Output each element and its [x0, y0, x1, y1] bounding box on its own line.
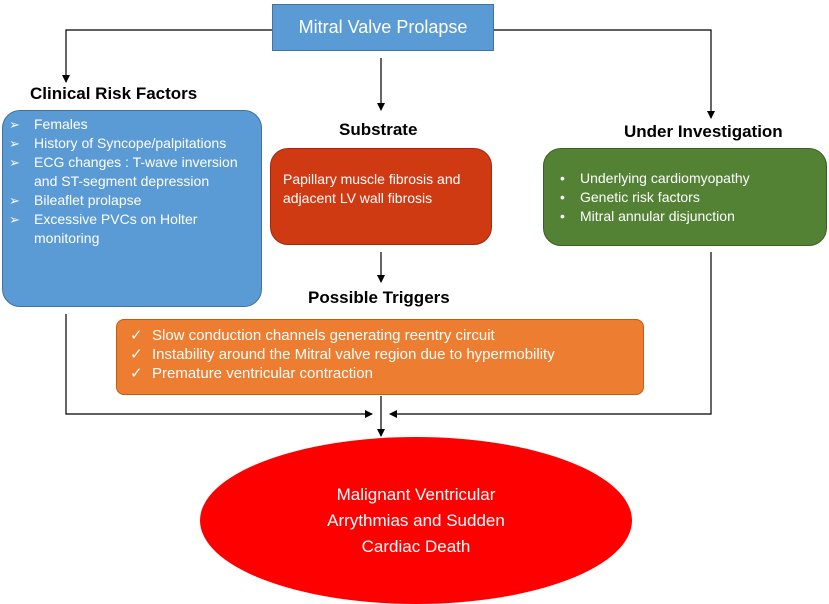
arrow-title-to-risk-factors — [62, 29, 272, 83]
title-box: Mitral Valve Prolapse — [272, 4, 494, 51]
outcome-ellipse: Malignant Ventricular Arrythmias and Sud… — [200, 437, 632, 604]
risk-factor-item: ➢History of Syncope/palpitations — [9, 135, 227, 151]
arrow-bullet-icon: ➢ — [9, 117, 20, 132]
under-investigation-heading: Under Investigation — [624, 122, 783, 141]
risk-factor-item: ➢ECG changes : T-wave inversion and ST-s… — [9, 154, 238, 189]
arrow-bullet-icon: ➢ — [9, 136, 20, 151]
trigger-item: ✓Instability around the Mitral valve reg… — [130, 346, 555, 363]
bullet-icon: • — [560, 170, 565, 186]
outcome-line: Malignant Ventricular — [336, 484, 496, 504]
outcome-line: Arrythmias and Sudden — [327, 510, 505, 530]
investigation-item: •Genetic risk factors — [560, 189, 700, 205]
arrow-bullet-icon: ➢ — [9, 212, 20, 227]
bullet-icon: • — [560, 189, 565, 205]
outcome-text: Malignant Ventricular Arrythmias and Sud… — [327, 482, 505, 560]
checkmark-icon: ✓ — [130, 327, 143, 344]
arrow-bullet-icon: ➢ — [9, 193, 20, 208]
arrow-bullet-icon: ➢ — [9, 155, 20, 170]
arrow-risk-to-junction — [65, 314, 373, 418]
investigation-item: •Underlying cardiomyopathy — [560, 170, 750, 186]
arrow-investigation-to-junction — [389, 252, 712, 418]
risk-factor-item: ➢Excessive PVCs on Holter monitoring — [9, 211, 198, 246]
risk-factor-item: ➢Females — [9, 116, 88, 132]
bullet-icon: • — [560, 208, 565, 224]
arrow-title-to-investigation — [494, 29, 715, 119]
under-investigation-box: •Underlying cardiomyopathy •Genetic risk… — [543, 148, 827, 246]
risk-factor-item: ➢Bileaflet prolapse — [9, 192, 142, 208]
trigger-item: ✓Premature ventricular contraction — [130, 365, 373, 382]
substrate-heading: Substrate — [339, 120, 418, 139]
clinical-risk-factors-box: ➢Females ➢History of Syncope/palpitation… — [2, 110, 262, 307]
possible-triggers-box: ✓Slow conduction channels generating ree… — [116, 319, 644, 395]
investigation-item: •Mitral annular disjunction — [560, 208, 735, 224]
checkmark-icon: ✓ — [130, 365, 143, 382]
outcome-line: Cardiac Death — [361, 536, 471, 556]
clinical-risk-factors-heading: Clinical Risk Factors — [30, 84, 198, 103]
substrate-box: Papillary muscle fibrosis and adjacent L… — [270, 148, 492, 245]
title-label: Mitral Valve Prolapse — [298, 17, 468, 37]
checkmark-icon: ✓ — [130, 346, 143, 363]
possible-triggers-heading: Possible Triggers — [308, 288, 450, 307]
substrate-text: Papillary muscle fibrosis and adjacent L… — [283, 171, 461, 206]
trigger-item: ✓Slow conduction channels generating ree… — [130, 327, 495, 344]
